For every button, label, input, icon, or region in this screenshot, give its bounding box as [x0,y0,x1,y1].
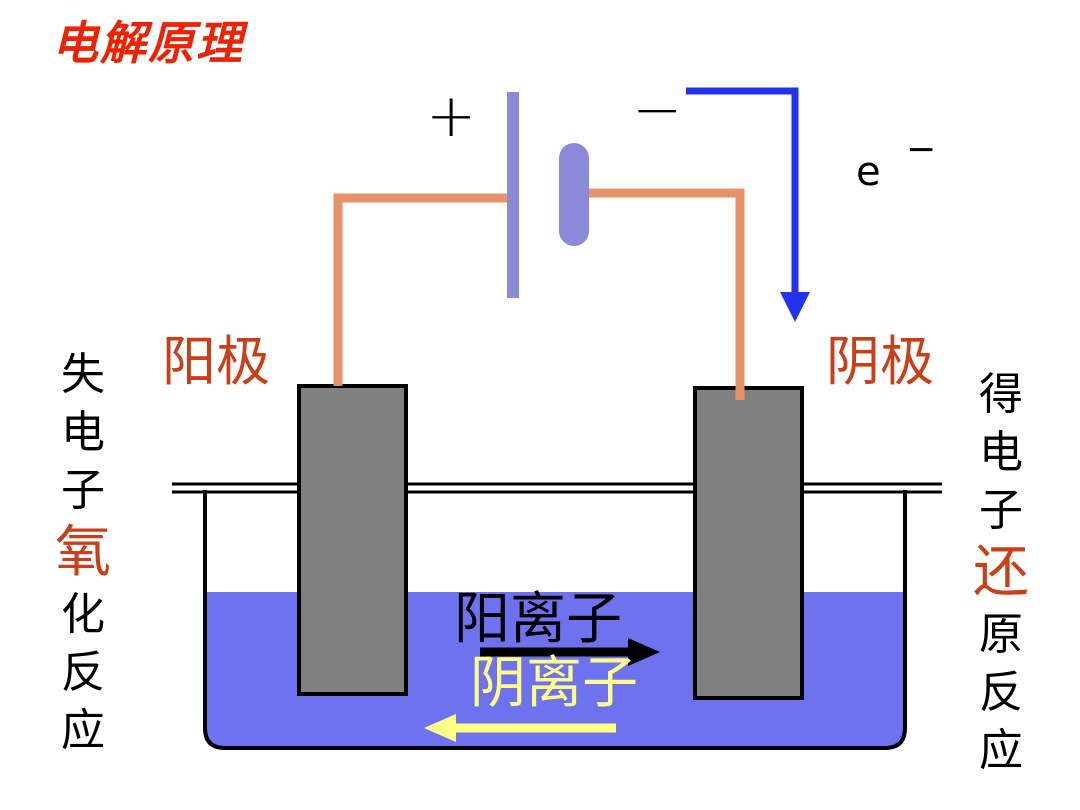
page-title: 电解原理 [52,16,244,70]
anion-label: 阴离子 [470,651,638,716]
left-reaction-highlight: 氧 [55,520,111,585]
battery-negative-plate [559,143,589,246]
right-reaction-char: 原 [979,609,1023,660]
cathode-wire [573,188,745,400]
left-reaction-char: 化 [61,589,105,640]
electron-flow-arrowhead [780,292,810,322]
anode-label: 阳极 [162,330,270,393]
left-reaction-text: 失 电 子 氧 化 反 应 [52,346,114,760]
anode-electrode [297,384,408,696]
right-reaction-char: 电 [979,427,1023,478]
battery-positive-plate [507,92,519,298]
right-reaction-text: 得 电 子 还 原 反 应 [970,366,1032,780]
right-reaction-highlight: 还 [973,540,1029,605]
battery-positive-symbol: + [426,81,477,151]
left-reaction-char: 子 [61,465,105,516]
right-reaction-char: 反 [979,667,1023,718]
left-reaction-char: 应 [61,705,105,756]
cation-label: 阳离子 [454,587,622,652]
cation-arrowhead [628,638,660,666]
cathode-label: 阴极 [826,330,934,393]
right-reaction-char: 得 [979,369,1023,420]
electron-symbol: e [856,149,881,195]
left-reaction-char: 失 [61,349,105,400]
right-reaction-char: 子 [979,485,1023,536]
left-reaction-char: 反 [61,647,105,698]
left-reaction-char: 电 [61,407,105,458]
right-reaction-char: 应 [979,725,1023,776]
electron-charge: − [906,129,937,170]
battery-negative-symbol: − [632,75,683,145]
cathode-electrode [693,386,804,700]
anion-arrowhead [424,714,456,742]
anode-wire [333,193,512,386]
electron-flow-line [686,87,799,296]
beaker [203,490,907,750]
